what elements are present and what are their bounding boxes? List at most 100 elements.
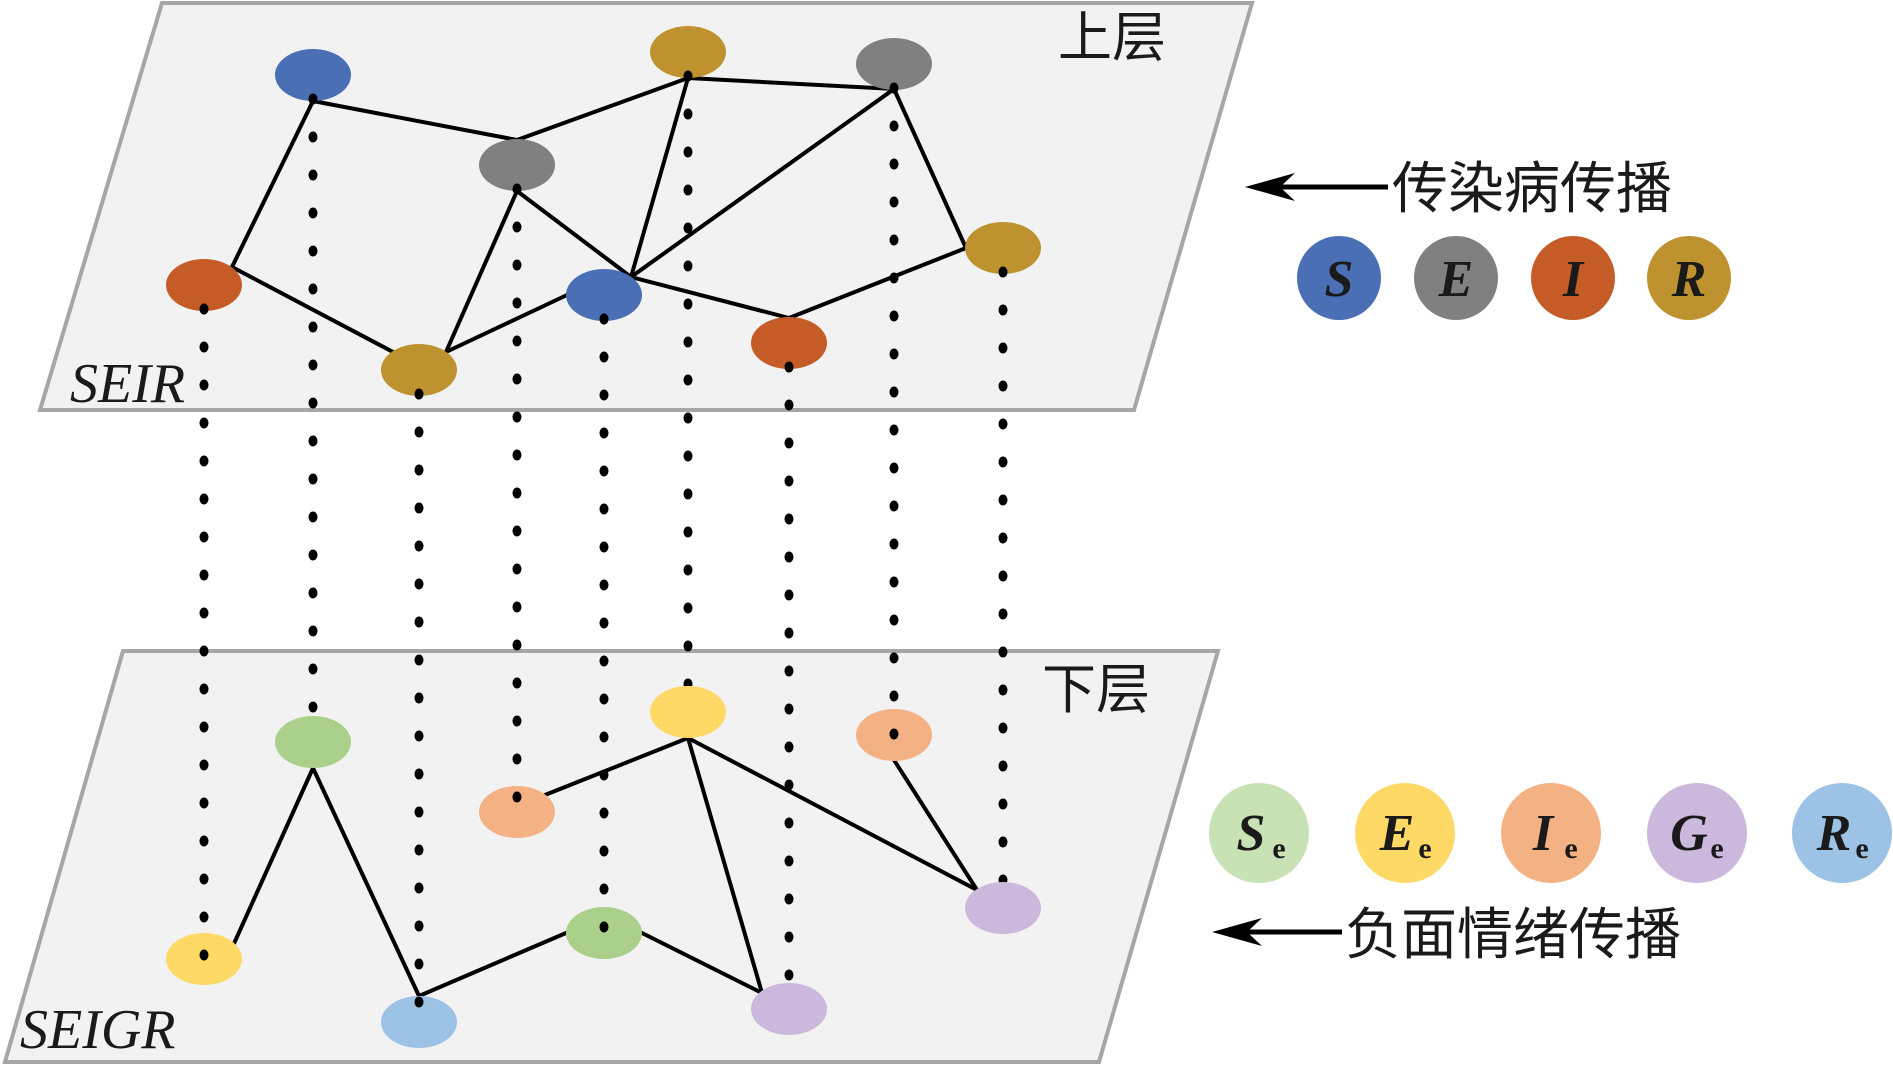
- lower-edge: [417, 931, 568, 998]
- interlayer-dot: [599, 465, 609, 477]
- interlayer-dot: [889, 234, 899, 246]
- legend-swatch: [1647, 783, 1747, 883]
- legend-swatch: [1647, 236, 1731, 320]
- interlayer-dot: [512, 639, 522, 651]
- interlayer-dot: [308, 359, 318, 371]
- interlayer-dot: [308, 549, 318, 561]
- interlayer-dot: [414, 388, 424, 400]
- interlayer-dot: [414, 502, 424, 514]
- interlayer-dot: [998, 266, 1008, 278]
- upper-node-r: [650, 26, 726, 78]
- interlayer-dot: [683, 260, 693, 272]
- interlayer-dot: [599, 617, 609, 629]
- interlayer-dot: [599, 541, 609, 553]
- legend-label: S: [1237, 805, 1266, 862]
- interlayer-dot: [599, 503, 609, 515]
- upper-node-e: [479, 139, 555, 191]
- legend-item-i: I: [1531, 236, 1615, 320]
- interlayer-dot: [308, 473, 318, 485]
- interlayer-dot: [308, 321, 318, 333]
- interlayer-dot: [998, 380, 1008, 392]
- interlayer-dot: [199, 797, 209, 809]
- upper-node-e: [856, 38, 932, 90]
- interlayer-dot: [889, 614, 899, 626]
- interlayer-dot: [683, 222, 693, 234]
- interlayer-dot: [889, 462, 899, 474]
- arrow-left-icon: [1212, 918, 1262, 946]
- upper-node-i: [166, 259, 242, 311]
- lower-edge: [230, 766, 315, 950]
- interlayer-dot: [199, 873, 209, 885]
- interlayer-dot: [308, 587, 318, 599]
- upper-node-s: [275, 49, 351, 101]
- interlayer-dot: [998, 570, 1008, 582]
- legend-swatch: [1414, 236, 1498, 320]
- upper-edge: [311, 99, 519, 142]
- interlayer-dot: [199, 531, 209, 543]
- interlayer-dot: [998, 494, 1008, 506]
- lower-edge: [640, 931, 764, 995]
- interlayer-dot: [889, 310, 899, 322]
- interlayer-dot: [414, 426, 424, 438]
- legend-item-r: R: [1647, 236, 1731, 320]
- interlayer-dot: [998, 342, 1008, 354]
- interlayer-dot: [599, 807, 609, 819]
- upper-layer-edges: [230, 76, 968, 354]
- lower-node-ee: [650, 686, 726, 738]
- interlayer-dot: [683, 564, 693, 576]
- interlayer-dot: [683, 298, 693, 310]
- interlayer-dot: [308, 625, 318, 637]
- interlayer-dot: [512, 449, 522, 461]
- interlayer-dot: [512, 183, 522, 195]
- lower-node-se: [275, 716, 351, 768]
- interlayer-dot: [599, 845, 609, 857]
- interlayer-dot: [784, 513, 794, 525]
- interlayer-dot: [414, 768, 424, 780]
- interlayer-dot: [199, 645, 209, 657]
- interlayer-dot: [414, 958, 424, 970]
- interlayer-dot: [599, 731, 609, 743]
- interlayer-dot: [998, 646, 1008, 658]
- interlayer-dot: [512, 297, 522, 309]
- interlayer-dot: [414, 578, 424, 590]
- upper-layer-label: 上层: [1058, 6, 1166, 69]
- interlayer-dot: [199, 683, 209, 695]
- lower-edge: [892, 758, 979, 892]
- legend-label: I: [1532, 805, 1555, 862]
- upper-edge: [230, 265, 395, 354]
- interlayer-dot: [414, 996, 424, 1008]
- interlayer-dot: [683, 184, 693, 196]
- legend-label: R: [1816, 805, 1852, 862]
- interlayer-dot: [784, 855, 794, 867]
- interlayer-dot: [512, 753, 522, 765]
- interlayer-dot: [414, 882, 424, 894]
- interlayer-dot: [998, 760, 1008, 772]
- interlayer-dot: [784, 399, 794, 411]
- interlayer-dot: [683, 146, 693, 158]
- upper-edge: [444, 293, 569, 354]
- upper-layer-nodes: [166, 26, 1041, 396]
- interlayer-dot: [998, 418, 1008, 430]
- interlayer-dot: [599, 389, 609, 401]
- interlayer-dot: [784, 589, 794, 601]
- lower-layer-edges: [230, 736, 979, 998]
- interlayer-dot: [889, 728, 899, 740]
- interlayer-dot: [308, 435, 318, 447]
- upper-edge: [444, 189, 519, 354]
- interlayer-dot: [308, 169, 318, 181]
- interlayer-dot: [889, 576, 899, 588]
- lower-node-re: [381, 996, 457, 1048]
- interlayer-dot: [199, 835, 209, 847]
- interlayer-dot: [414, 540, 424, 552]
- interlayer-dot: [512, 715, 522, 727]
- interlayer-dot: [784, 627, 794, 639]
- lower-layer-plane: [2, 649, 1221, 1064]
- legend-label: G: [1670, 805, 1708, 862]
- legend-label: E: [1379, 805, 1415, 862]
- lower-layer-label: 下层: [1042, 658, 1150, 721]
